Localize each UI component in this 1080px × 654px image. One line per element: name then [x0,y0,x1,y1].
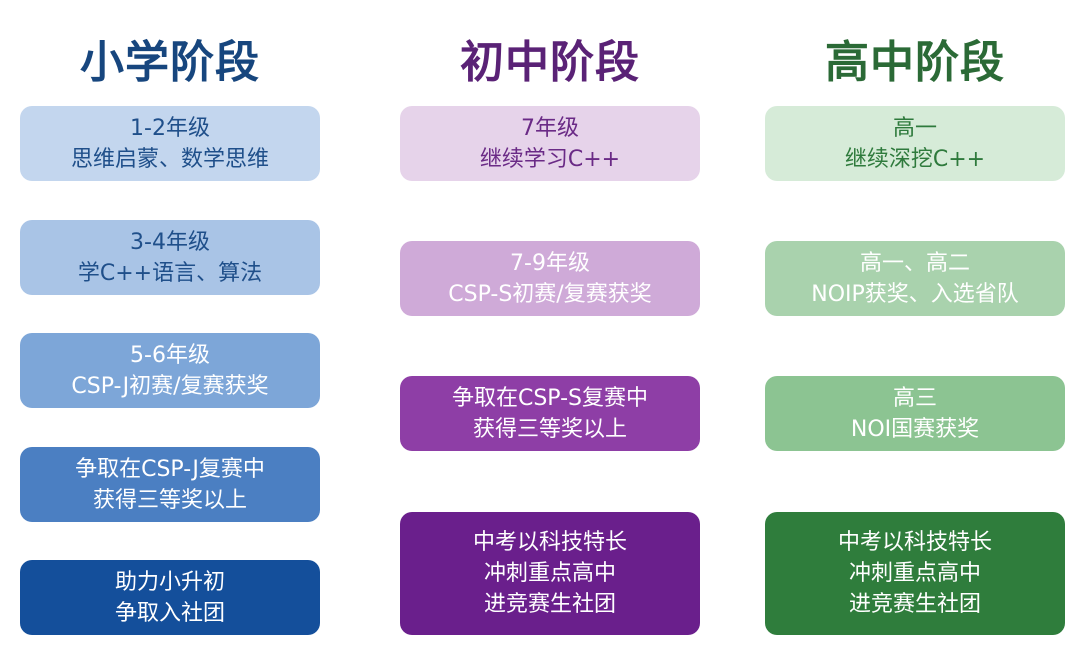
box-line: 助力小升初 [114,569,225,595]
junior-stage-box: 7-9年级 CSP-S初赛/复赛获奖 [400,241,700,316]
box-line: 高一 [892,115,937,141]
box-line: 获得三等奖以上 [472,416,627,442]
box-line: 高三 [892,385,937,411]
box-line: 进竞赛生社团 [483,592,616,617]
box-line: NOI国赛获奖 [850,416,980,442]
box-line: 3-4年级 [130,229,210,255]
box-line: CSP-J初赛/复赛获奖 [71,373,269,399]
box-line: 5-6年级 [130,342,210,368]
box-line: 争取在CSP-J复赛中 [75,456,265,482]
primary-stage-box: 助力小升初 争取入社团 [20,560,320,635]
box-line: NOIP获奖、入选省队 [811,281,1019,307]
box-line: 7年级 [521,115,579,141]
column-title-junior: 初中阶段 [460,37,640,88]
box-line: 继续学习C++ [479,146,621,172]
box-line: 1-2年级 [130,115,210,141]
box-line: 继续深挖C++ [844,146,986,172]
senior-stage-box: 高一 继续深挖C++ [765,106,1065,181]
senior-stage-box: 高一、高二 NOIP获奖、入选省队 [765,241,1065,316]
box-line: 7-9年级 [510,250,590,276]
box-line: 争取在CSP-S复赛中 [451,385,648,411]
box-line: 争取入社团 [114,600,225,626]
junior-stage-box: 7年级 继续学习C++ [400,106,700,181]
box-line: 冲刺重点高中 [483,561,616,586]
primary-stage-box: 1-2年级 思维启蒙、数学思维 [20,106,320,181]
senior-stage-box: 中考以科技特长 冲刺重点高中 进竞赛生社团 [765,512,1065,635]
senior-stage-box: 高三 NOI国赛获奖 [765,376,1065,451]
junior-stage-box: 争取在CSP-S复赛中 获得三等奖以上 [400,376,700,451]
box-line: 中考以科技特长 [472,530,627,555]
column-title-senior: 高中阶段 [825,37,1005,88]
primary-stage-box: 5-6年级 CSP-J初赛/复赛获奖 [20,333,320,408]
box-line: 中考以科技特长 [837,530,992,555]
junior-stage-box: 中考以科技特长 冲刺重点高中 进竞赛生社团 [400,512,700,635]
primary-stage-box: 争取在CSP-J复赛中 获得三等奖以上 [20,447,320,522]
box-line: 思维启蒙、数学思维 [70,146,269,172]
column-title-primary: 小学阶段 [80,37,260,88]
box-line: 获得三等奖以上 [92,487,247,513]
box-line: 进竞赛生社团 [848,592,981,617]
box-line: 冲刺重点高中 [848,561,981,586]
box-line: 高一、高二 [859,250,970,276]
primary-stage-box: 3-4年级 学C++语言、算法 [20,220,320,295]
box-line: CSP-S初赛/复赛获奖 [448,281,652,307]
box-line: 学C++语言、算法 [77,260,263,286]
